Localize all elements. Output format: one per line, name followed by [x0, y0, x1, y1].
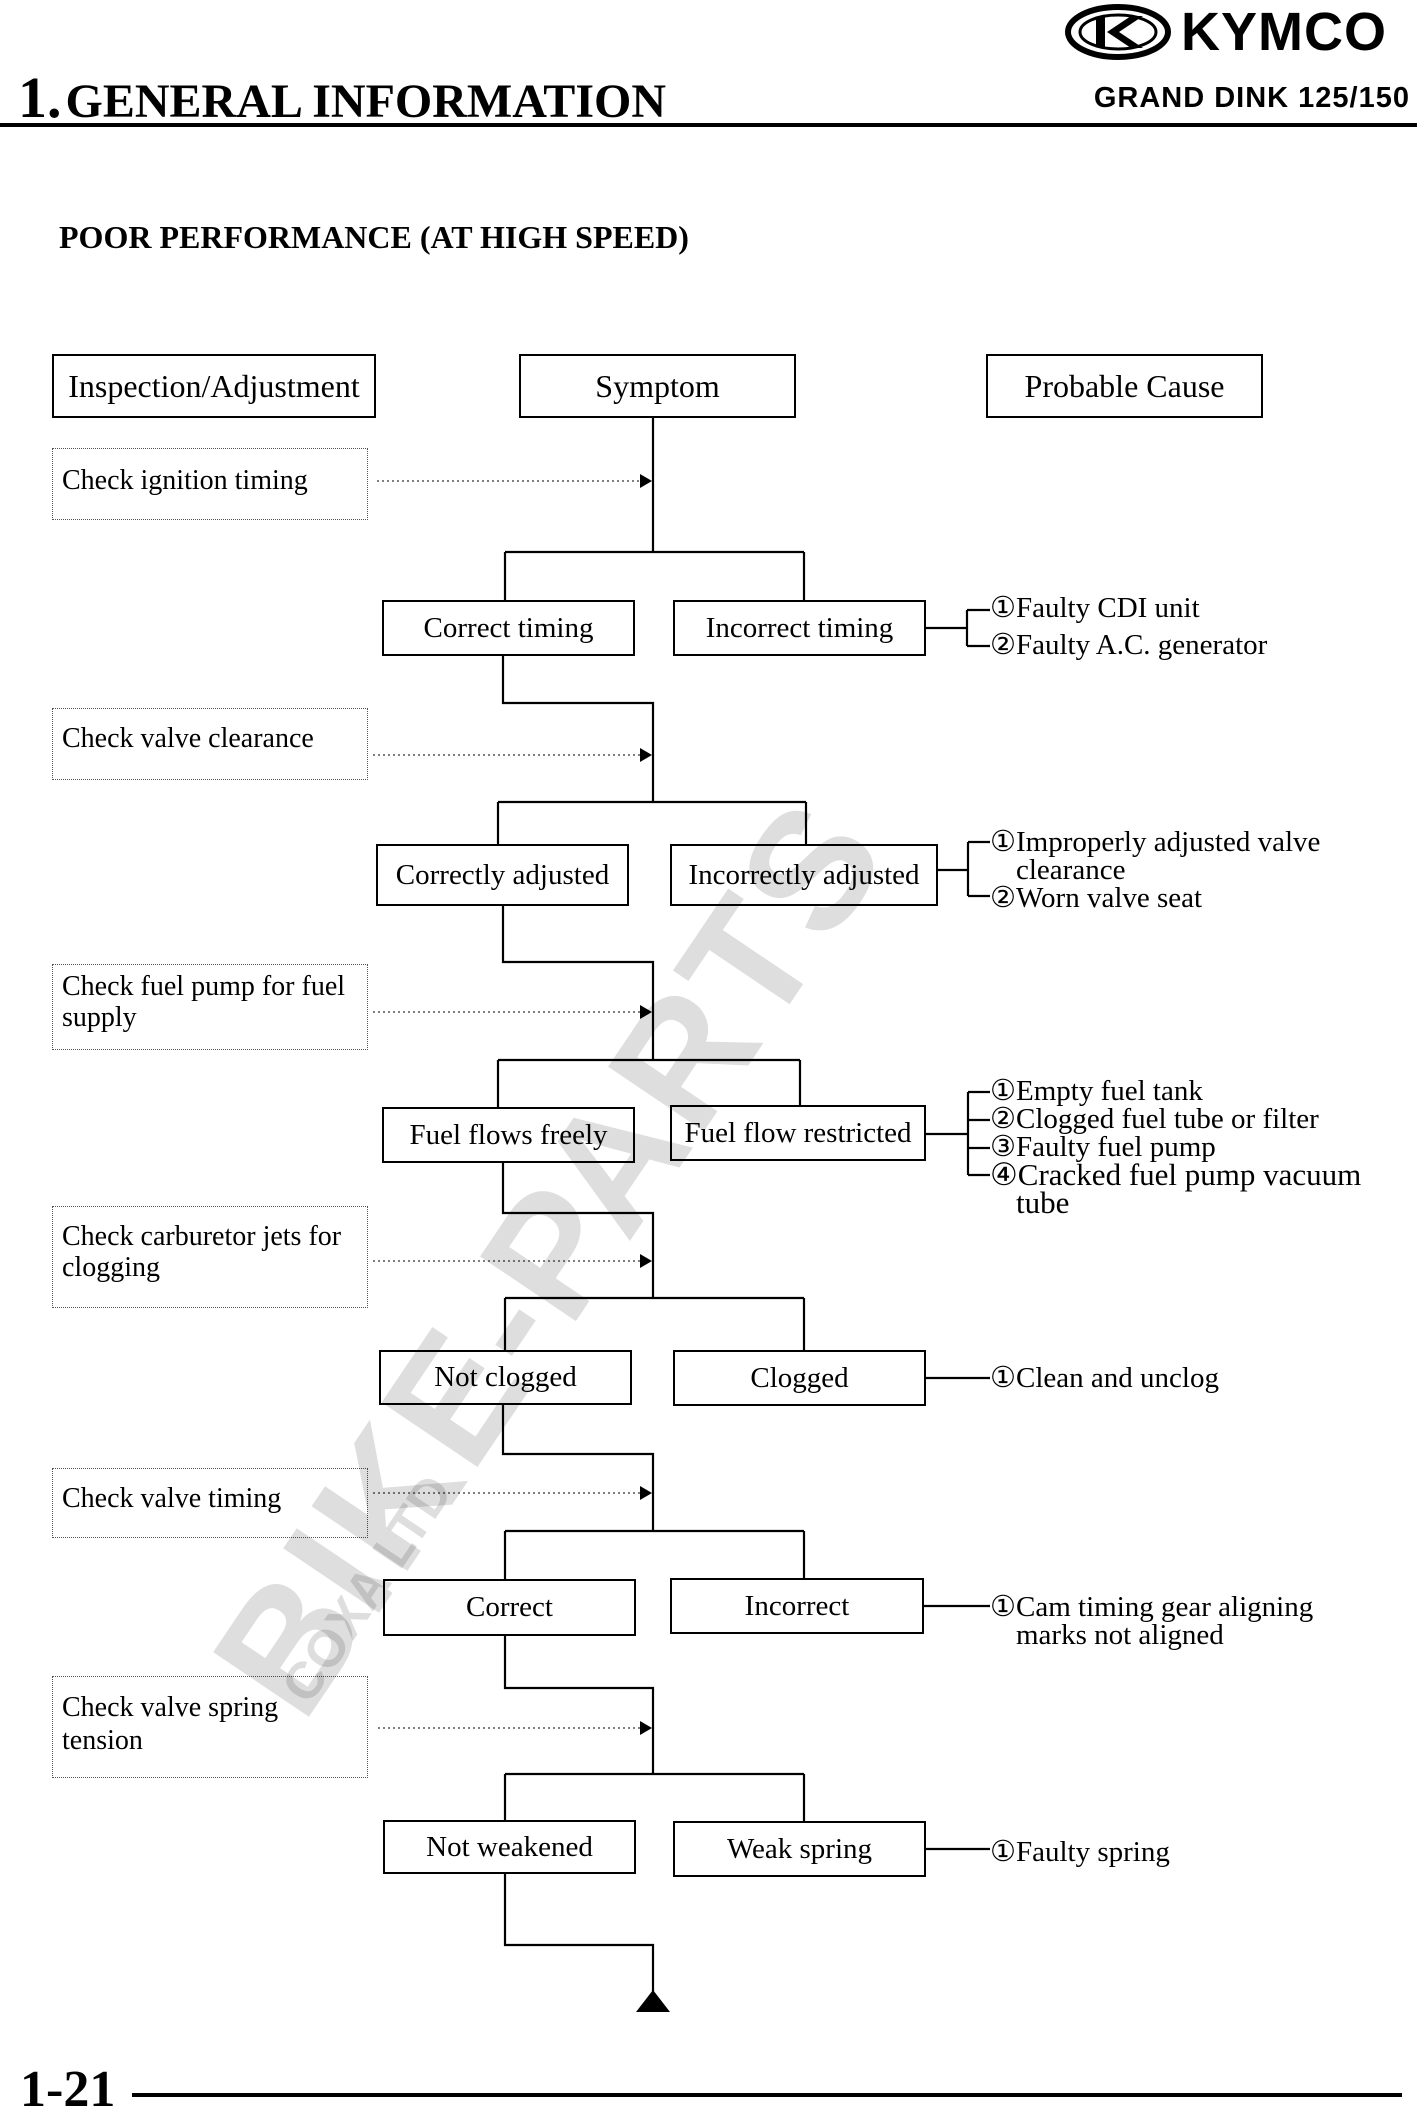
- symptom-ok: Correctly adjusted: [376, 844, 629, 906]
- header-rule: [0, 123, 1417, 127]
- cause-list: ①Clean and unclog: [990, 1362, 1219, 1394]
- cause-item: ④Cracked fuel pump vacuum: [990, 1157, 1362, 1192]
- symptom-ng: Incorrectly adjusted: [670, 844, 938, 906]
- cause-item: ①Improperly adjusted valve: [990, 826, 1321, 858]
- symptom-ok: Correct: [383, 1579, 636, 1636]
- footer-rule: [132, 2093, 1402, 2097]
- cause-item: tube: [1016, 1185, 1070, 1220]
- cause-item: ②Worn valve seat: [990, 882, 1203, 914]
- section-title: POOR PERFORMANCE (AT HIGH SPEED): [59, 219, 689, 255]
- cause-item: marks not aligned: [1016, 1619, 1224, 1651]
- check-valve-timing: Check valve timing: [52, 1468, 368, 1538]
- cause-item: ①Empty fuel tank: [990, 1075, 1203, 1107]
- cause-item: ①Faulty CDI unit: [990, 592, 1200, 624]
- cause-item: ①Clean and unclog: [990, 1362, 1219, 1394]
- symptom-ng: Incorrect timing: [673, 600, 926, 656]
- cause-list: ①Improperly adjusted valve clearance ②Wo…: [990, 826, 1321, 914]
- model-name: GRAND DINK 125/150: [1093, 82, 1410, 114]
- check-valve-spring-tension: Check valve spring tension: [52, 1676, 368, 1778]
- check-valve-clearance: Check valve clearance: [52, 708, 368, 780]
- cause-list: ①Faulty spring: [990, 1836, 1170, 1868]
- symptom-ok: Correct timing: [382, 600, 635, 656]
- page-number: 1-21: [20, 2061, 116, 2118]
- check-carburetor-jets: Check carburetor jets for clogging: [52, 1206, 368, 1308]
- symptom-ng: Fuel flow restricted: [670, 1105, 926, 1161]
- symptom-ok: Not clogged: [379, 1350, 632, 1405]
- symptom-ok: Fuel flows freely: [382, 1107, 635, 1163]
- header-inspection: Inspection/Adjustment: [52, 354, 376, 418]
- symptom-ok: Not weakened: [383, 1820, 636, 1874]
- cause-list: ①Cam timing gear aligning marks not alig…: [990, 1591, 1314, 1651]
- cause-item: ①Cam timing gear aligning: [990, 1591, 1314, 1623]
- symptom-ng: Clogged: [673, 1350, 926, 1406]
- cause-item: ②Clogged fuel tube or filter: [990, 1103, 1319, 1135]
- cause-item: ①Faulty spring: [990, 1836, 1170, 1868]
- symptom-ng: Incorrect: [670, 1578, 924, 1634]
- symptom-ng: Weak spring: [673, 1821, 926, 1877]
- header-probable-cause: Probable Cause: [986, 354, 1263, 418]
- cause-list: ①Empty fuel tank ②Clogged fuel tube or f…: [990, 1075, 1362, 1220]
- header-symptom: Symptom: [519, 354, 796, 418]
- cause-item: ③Faulty fuel pump: [990, 1131, 1216, 1163]
- cause-item: ②Faulty A.C. generator: [990, 629, 1268, 661]
- check-ignition-timing: Check ignition timing: [52, 448, 368, 520]
- kymco-emblem-icon: [1065, 4, 1171, 60]
- chapter-heading: 1. GENERAL INFORMATION: [18, 64, 666, 131]
- kymco-logo: KYMCO: [1063, 2, 1413, 62]
- chapter-number: 1.: [18, 65, 62, 130]
- brand-wordmark: KYMCO: [1181, 2, 1387, 62]
- chapter-title: GENERAL INFORMATION: [65, 75, 667, 128]
- cause-list: ①Faulty CDI unit ②Faulty A.C. generator: [990, 592, 1268, 661]
- continue-arrow-icon: [636, 1990, 670, 2012]
- cause-item: clearance: [1016, 854, 1126, 886]
- check-fuel-pump: Check fuel pump for fuel supply: [52, 964, 368, 1050]
